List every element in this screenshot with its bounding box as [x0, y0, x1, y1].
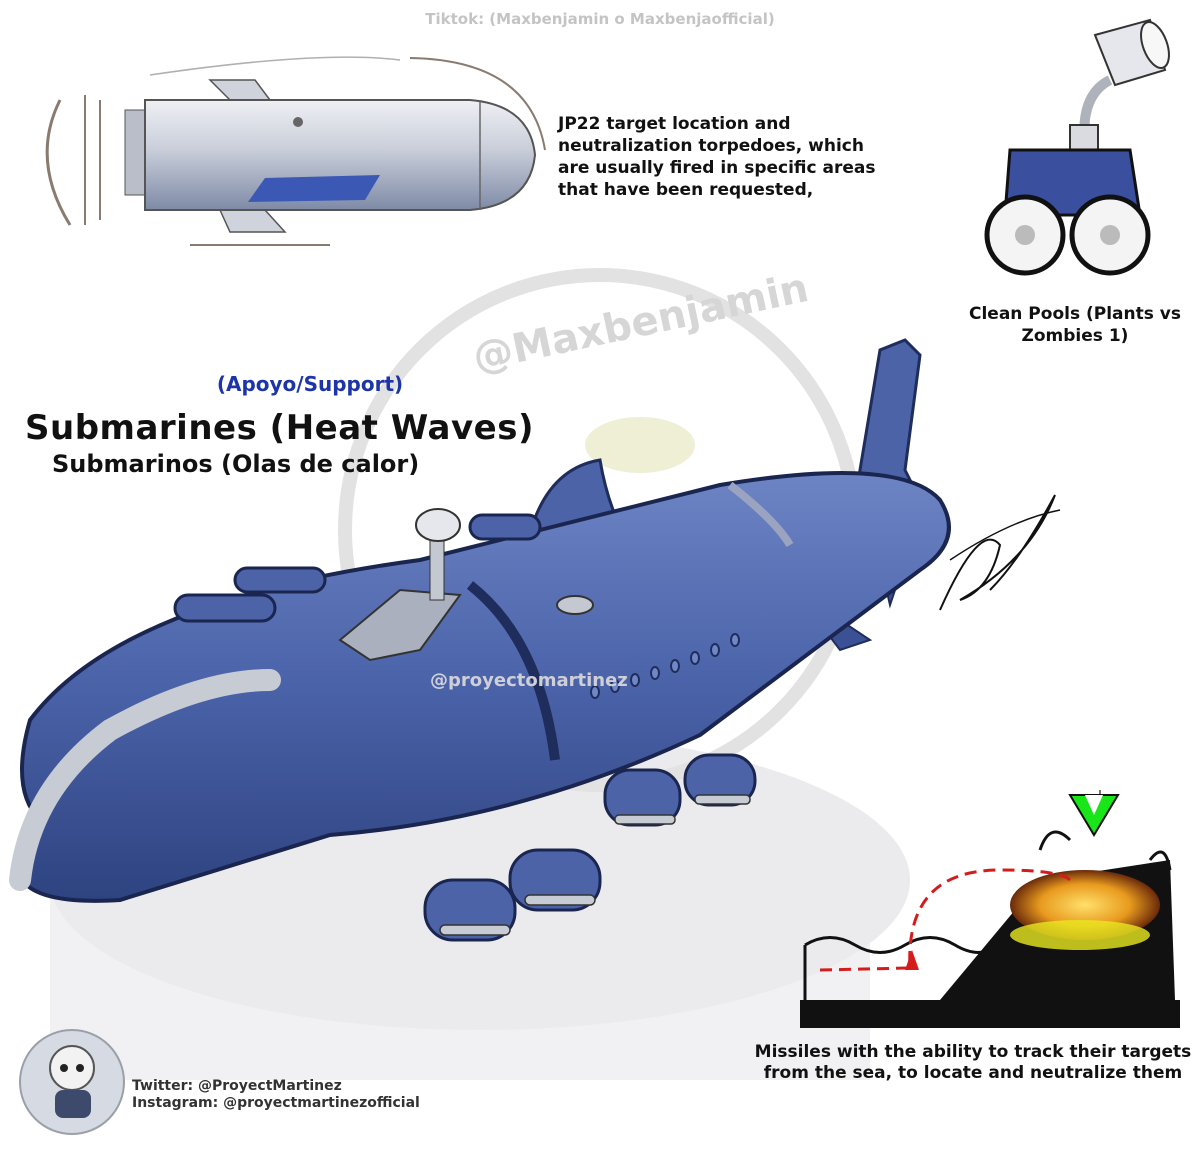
- social-handles: Twitter: @ProyectMartinez Instagram: @pr…: [132, 1078, 420, 1112]
- torpedo-description: JP22 target location and neutralization …: [558, 114, 876, 200]
- pool-cleaner-illustration: [984, 18, 1170, 276]
- role-label: (Apoyo/Support): [216, 372, 404, 396]
- watermark-secondary: @proyectomartinez: [430, 670, 628, 691]
- title-spanish: Submarinos (Olas de calor): [52, 450, 420, 478]
- missile-diagram: [800, 790, 1180, 1028]
- tiktok-credit: Tiktok: (Maxbenjamin o Maxbenjaofficial): [425, 10, 775, 28]
- title-english: Submarines (Heat Waves): [25, 408, 534, 448]
- avatar-icon: [19, 1029, 125, 1135]
- signature-icon: [939, 494, 1061, 611]
- missile-caption: Missiles with the ability to track their…: [754, 1042, 1192, 1083]
- twitter-handle: Twitter: @ProyectMartinez: [132, 1078, 342, 1094]
- submarine-illustration: [9, 338, 951, 942]
- torpedo-sketch: [45, 56, 546, 246]
- target-marker-icon: [1068, 794, 1120, 837]
- instagram-handle: Instagram: @proyectmartinezofficial: [132, 1095, 420, 1111]
- pool-cleaner-caption: Clean Pools (Plants vs Zombies 1): [968, 304, 1181, 346]
